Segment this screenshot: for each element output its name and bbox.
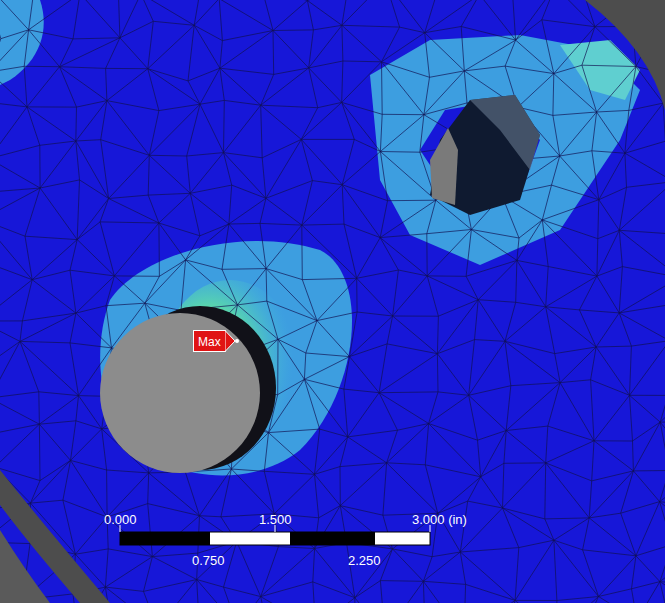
part-edge — [585, 0, 665, 110]
contour-region — [560, 40, 640, 100]
scale-bar-segment — [120, 532, 210, 545]
scale-label: 1.500 — [259, 512, 292, 527]
scale-label: 0.750 — [192, 553, 225, 568]
probe-point — [235, 339, 239, 343]
hole-face — [430, 128, 458, 205]
tag-text: Max — [198, 335, 221, 349]
scale-bar — [120, 532, 430, 545]
contour-region — [0, 0, 44, 85]
scale-label: 0.000 — [104, 512, 137, 527]
max-probe-tag: Max — [193, 330, 226, 352]
tag-pointer-head — [225, 331, 235, 352]
hole-face — [470, 95, 540, 170]
scale-label: 2.250 — [348, 553, 381, 568]
hole-face — [100, 313, 260, 473]
contour-ring — [370, 35, 640, 265]
part-edge — [0, 470, 110, 603]
hole-bore — [430, 95, 540, 215]
part-edge — [0, 530, 50, 603]
scale-label: 3.000 (in) — [412, 512, 467, 527]
scale-bar-segment — [290, 532, 375, 545]
